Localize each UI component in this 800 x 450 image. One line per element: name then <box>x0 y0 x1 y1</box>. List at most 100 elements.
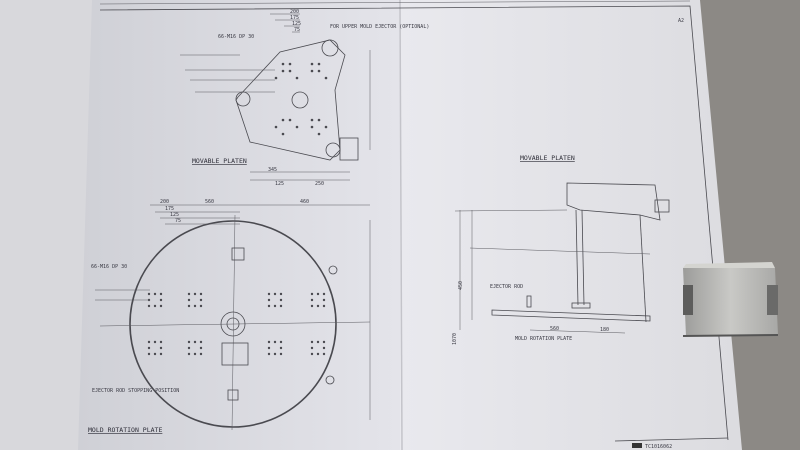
tapped-hole <box>267 292 271 296</box>
tapped-hole-pattern <box>147 292 326 356</box>
tapped-hole <box>316 304 320 308</box>
mold-rotation-plate-title: MOLD ROTATION PLATE <box>88 426 162 434</box>
tapped-hole <box>199 304 203 308</box>
tapped-hole <box>147 352 151 356</box>
tapped-hole <box>267 304 271 308</box>
tapped-hole <box>267 298 271 302</box>
tapped-hole <box>147 292 151 296</box>
tapped-hole <box>273 304 277 308</box>
tapped-hole <box>310 346 314 350</box>
tapped-hole <box>322 304 326 308</box>
tapped-hole <box>159 304 163 308</box>
tapped-hole <box>153 292 157 296</box>
tie-bar <box>639 214 647 323</box>
dim-line <box>529 329 626 334</box>
tapped-hole <box>273 292 277 296</box>
tapped-hole <box>316 340 320 344</box>
tapped-hole <box>310 292 314 296</box>
tapped-hole <box>316 292 320 296</box>
dim-label: 345 <box>268 167 277 173</box>
tapped-holes-note: 66-M16 DP 30 <box>218 34 254 40</box>
sheet-fold <box>399 0 403 450</box>
tapped-hole <box>147 340 151 344</box>
side-plate-label: MOLD ROTATION PLATE <box>515 336 572 342</box>
ejector-note: EJECTOR ROD STOPPING POSITION <box>92 388 179 394</box>
ejector-block <box>227 389 239 401</box>
title-block: TC1016062 <box>614 437 729 450</box>
side-platen-bracket <box>654 199 670 213</box>
dim-line <box>469 247 651 255</box>
tapped-hole <box>199 346 203 350</box>
drawing-number: TC1016062 <box>645 444 672 450</box>
tapped-hole <box>273 352 277 356</box>
tapped-hole <box>322 352 326 356</box>
sheet-size-label: A2 <box>678 18 684 24</box>
tapped-hole <box>310 298 314 302</box>
tapped-holes-note: 66-M16 DP 30 <box>91 264 127 270</box>
dim-label: 180 <box>600 327 609 333</box>
locating-hole <box>325 375 335 385</box>
dim-label: 460 <box>300 199 309 205</box>
tie-bar <box>581 209 585 306</box>
movable-platen-title: MOVABLE PLATEN <box>192 157 247 165</box>
tapped-hole <box>187 352 191 356</box>
dim-label: 175 <box>165 206 174 212</box>
tapped-hole <box>193 304 197 308</box>
tapped-hole <box>267 346 271 350</box>
dim-label: 125 <box>170 212 179 218</box>
dim-line <box>454 209 568 212</box>
tapped-hole <box>316 352 320 356</box>
centerline-h <box>99 321 371 327</box>
aluminum-block <box>682 262 779 337</box>
tapped-hole <box>153 304 157 308</box>
tapped-hole <box>193 352 197 356</box>
platen-bracket <box>339 137 359 161</box>
drawing-sheet-left <box>78 0 400 450</box>
platen-outline <box>235 39 346 161</box>
dim-label: 560 <box>205 199 214 205</box>
tapped-hole <box>267 352 271 356</box>
mold-rotation-plate-view: 200 175 125 75 560 460 66-M16 DP 30 EJEC… <box>88 199 371 434</box>
tapped-hole <box>322 346 326 350</box>
ejector-block <box>231 247 245 261</box>
tapped-hole <box>159 340 163 344</box>
tapped-hole <box>310 340 314 344</box>
tapped-hole <box>199 292 203 296</box>
dim-label: 250 <box>315 181 324 187</box>
tapped-hole <box>279 352 283 356</box>
tapped-hole <box>279 292 283 296</box>
tapped-hole <box>159 352 163 356</box>
side-rotation-plate <box>491 309 651 322</box>
drawing-sheet-right <box>400 0 742 450</box>
tapped-hole <box>199 352 203 356</box>
dim-label: 200 <box>290 9 299 15</box>
tapped-hole <box>322 298 326 302</box>
tapped-hole <box>279 298 283 302</box>
dim-label: 175 <box>290 15 299 21</box>
tapped-hole <box>187 298 191 302</box>
tapped-hole <box>199 340 203 344</box>
side-platen-label: MOVABLE PLATEN <box>520 154 575 162</box>
locating-hole <box>328 265 338 275</box>
tapped-hole <box>187 304 191 308</box>
dim-label: 125 <box>275 181 284 187</box>
tapped-hole <box>322 292 326 296</box>
underlying-page <box>0 0 95 450</box>
ejector-note: FOR UPPER MOLD EJECTOR (OPTIONAL) <box>330 24 429 30</box>
tapped-hole <box>187 340 191 344</box>
tie-bar-hole <box>321 39 339 57</box>
tapped-hole <box>153 352 157 356</box>
tapped-hole <box>193 340 197 344</box>
tapped-hole <box>273 340 277 344</box>
dimension-lines <box>95 204 371 420</box>
tapped-hole <box>187 292 191 296</box>
centerline-v <box>231 214 236 431</box>
tapped-hole <box>147 304 151 308</box>
dim-label: 75 <box>294 27 300 33</box>
zone-ruler <box>99 0 691 5</box>
tapped-hole <box>199 298 203 302</box>
tapped-hole <box>159 346 163 350</box>
tapped-hole <box>193 292 197 296</box>
dim-label: 560 <box>550 326 559 332</box>
tapped-hole <box>267 340 271 344</box>
